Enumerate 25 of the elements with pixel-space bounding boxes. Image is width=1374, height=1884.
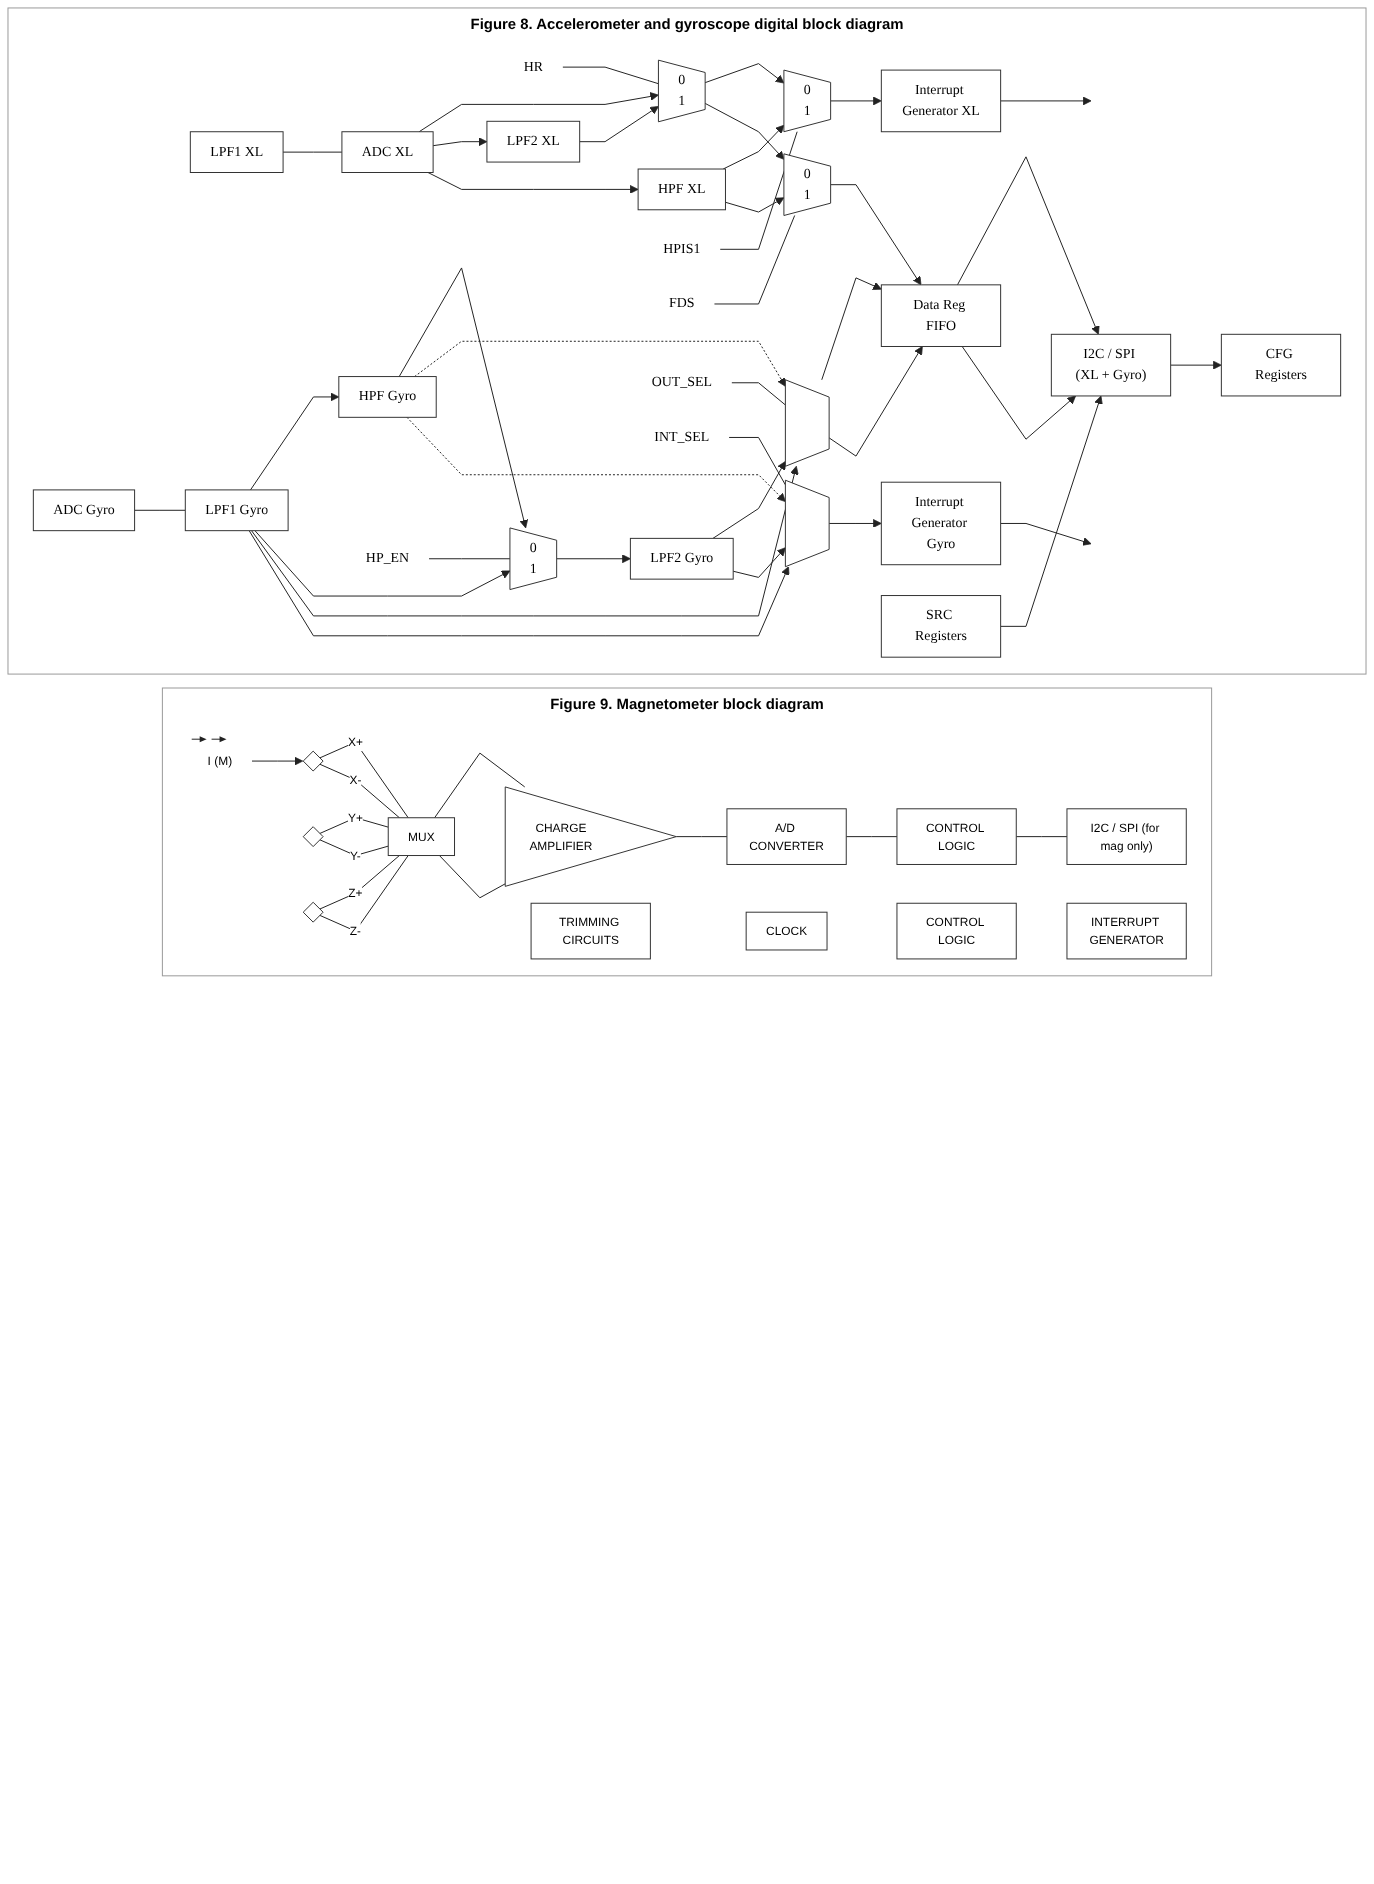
connector (728, 436, 786, 486)
connector (438, 855, 506, 899)
connector (134, 509, 186, 511)
node-diamond (302, 826, 324, 848)
connector (319, 817, 389, 835)
connector (675, 836, 728, 838)
connector (1015, 836, 1068, 838)
connector (731, 382, 786, 406)
connector (845, 836, 898, 838)
connector (319, 839, 389, 857)
connector (562, 66, 659, 85)
node-diamond (302, 901, 324, 923)
connector (282, 151, 343, 153)
node-trapezoid (784, 479, 830, 568)
connector (713, 215, 796, 305)
connector (719, 131, 798, 250)
connector (319, 855, 409, 932)
node-diamond (302, 750, 324, 772)
connector (319, 763, 400, 819)
arrow (406, 416, 786, 502)
arrow (724, 197, 785, 213)
connector (319, 855, 400, 910)
connector (428, 558, 511, 560)
connector (319, 741, 409, 819)
node-trapezoid (784, 379, 830, 467)
